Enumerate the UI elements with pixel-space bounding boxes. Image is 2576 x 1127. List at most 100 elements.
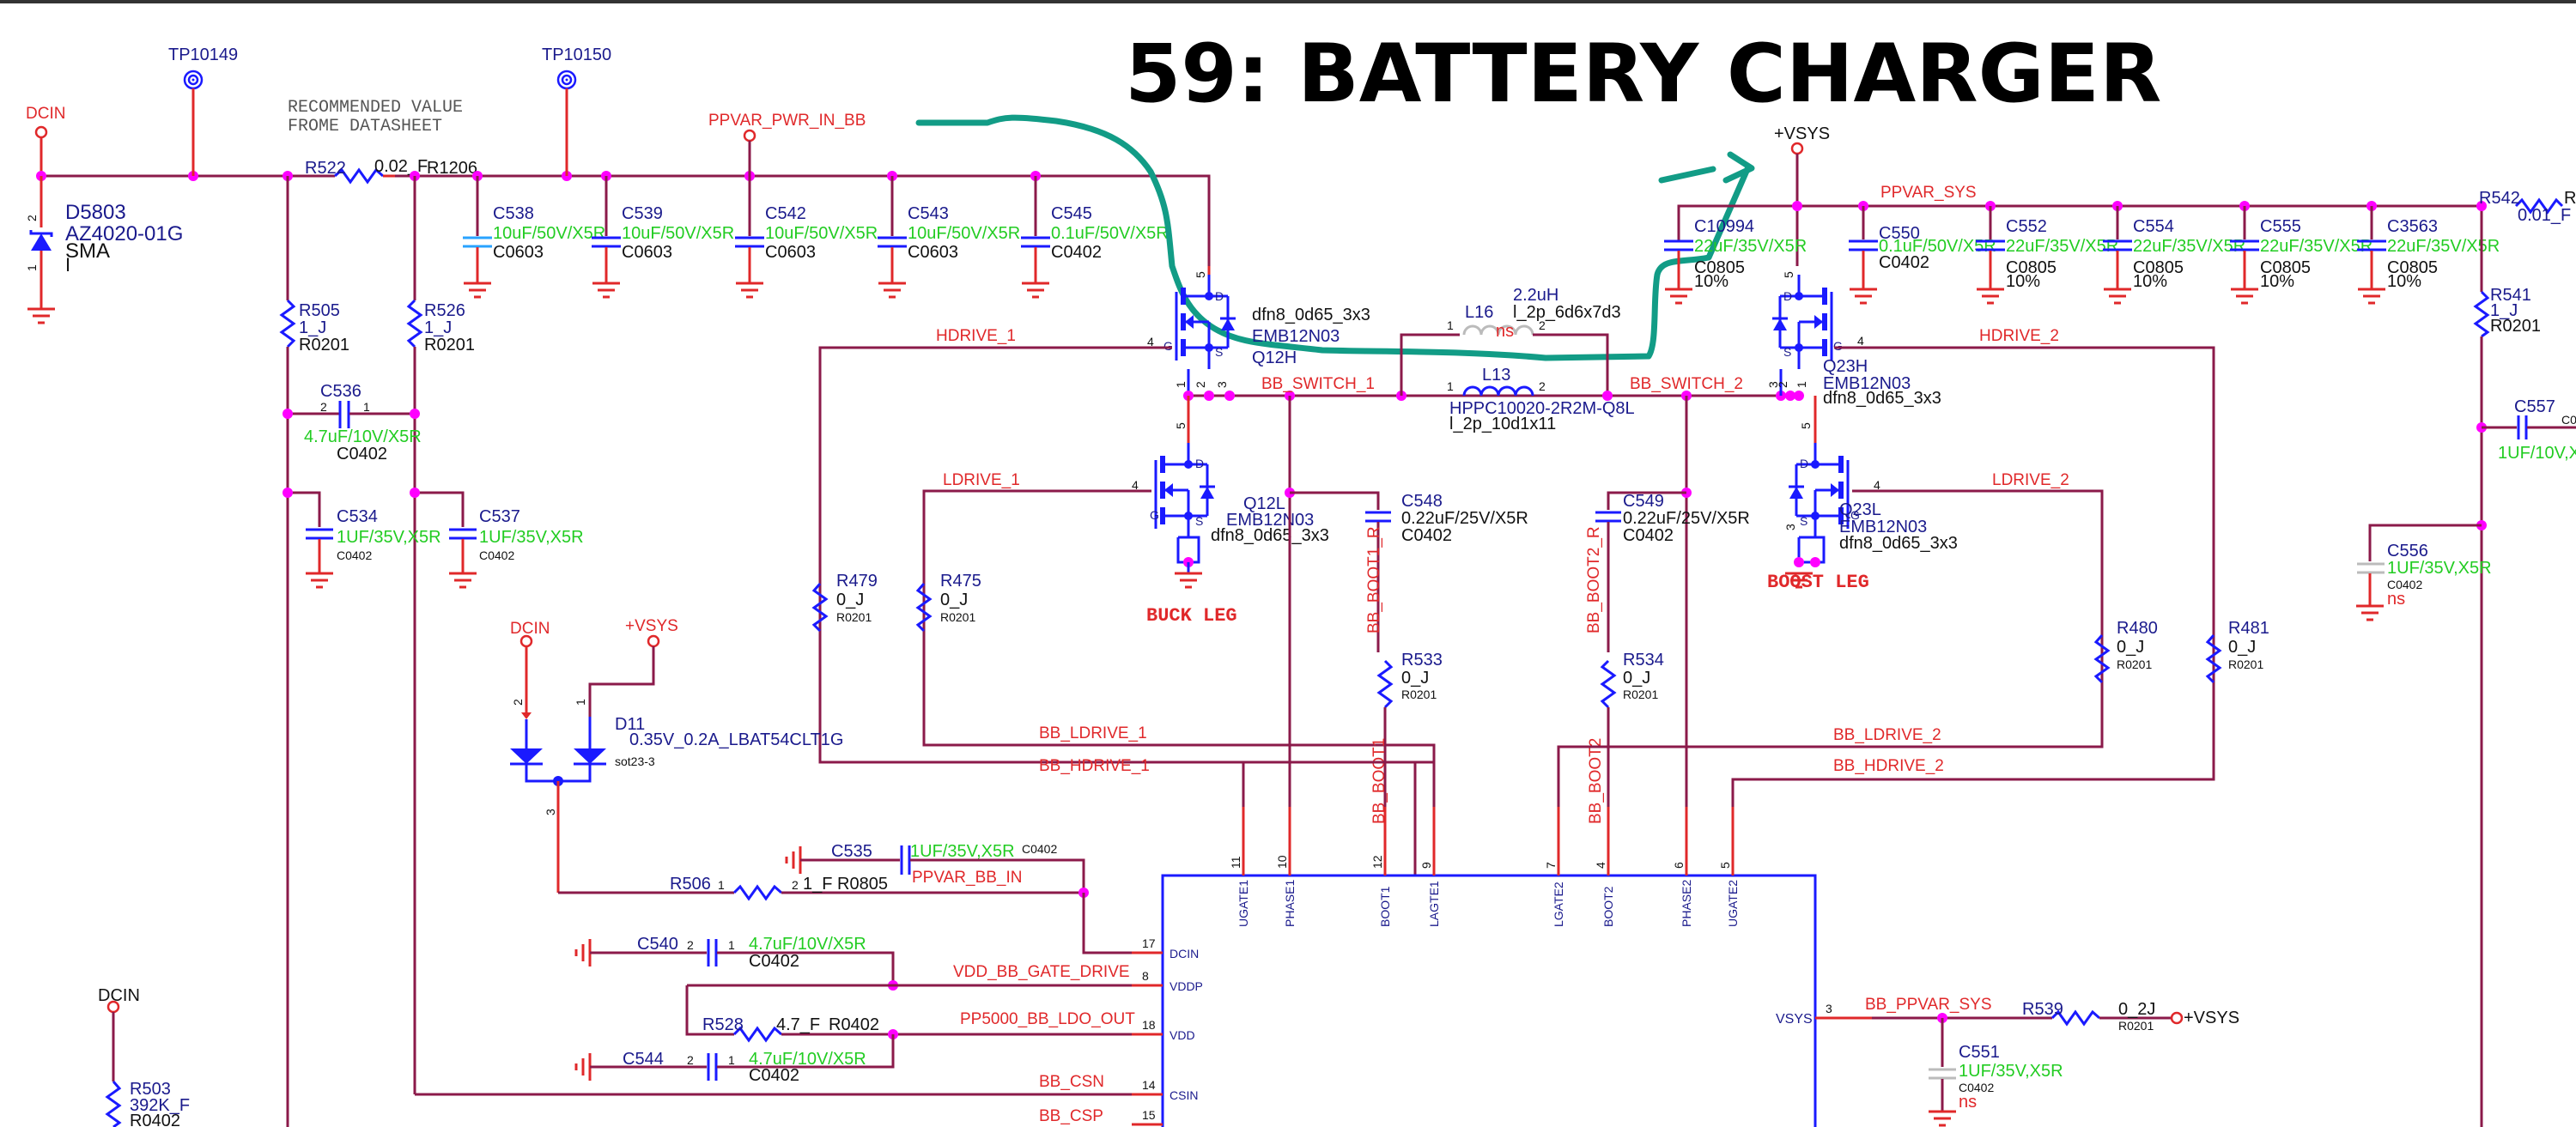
port-vsys-r539[interactable]: +VSYS	[2170, 1009, 2239, 1027]
port-vsys-d11[interactable]: +VSYS	[625, 617, 678, 648]
svg-text:PHASE1: PHASE1	[1283, 880, 1297, 927]
resistor-r505[interactable]: R505 1_J R0201	[279, 176, 349, 1127]
svg-text:AZ4020-01G: AZ4020-01G	[65, 222, 183, 245]
dcin-port-top[interactable]: DCIN	[26, 105, 65, 139]
svg-text:1: 1	[25, 264, 39, 271]
charger-ic[interactable]	[1161, 874, 1817, 1127]
svg-text:R480: R480	[2117, 619, 2158, 638]
diode-d11[interactable]: 2 1 3 D11 0.35V_0.2A_LBAT54CLT1G sot23-3	[510, 646, 843, 893]
svg-text:17: 17	[1142, 936, 1156, 950]
capacitor-c557[interactable]: C557 C0 1UF/10V,X5R	[2482, 397, 2576, 463]
vsys-port-top[interactable]: +VSYS	[1774, 124, 1830, 155]
svg-text:EMB12N03: EMB12N03	[1252, 327, 1340, 346]
resistor-r542[interactable]: R542 0.01_F R1	[2479, 189, 2576, 225]
svg-text:C0402: C0402	[1022, 842, 1057, 856]
svg-text:L13: L13	[1482, 366, 1510, 385]
cap-val: 0.1uF/50V/X5R	[1879, 237, 1996, 256]
testpoint-tp10150[interactable]: TP10150	[542, 45, 611, 176]
ic-pin-15[interactable]: 15	[1132, 1108, 1163, 1126]
svg-text:S: S	[1195, 514, 1203, 528]
mosfet-q23l[interactable]: 5 D S G 3 Q23L EMB12N03 dfn8_0d65_3x3	[1783, 396, 1958, 589]
capacitor-c534[interactable]: C534 1UF/35V,X5R C0402	[283, 488, 441, 589]
resistor-r528[interactable]: R528 4.7_F R0402	[702, 1015, 1163, 1043]
resistor-r475[interactable]: R475 0_J R0201	[915, 572, 981, 633]
capacitor-c556[interactable]: C556 1UF/35V,X5R C0402 ns	[2354, 524, 2492, 621]
resistor-r506[interactable]: R506 1 2 1_F R0805	[670, 875, 1084, 901]
svg-text:R541: R541	[2490, 286, 2531, 305]
resistor-r503[interactable]: R503 392K_F R0402	[105, 1012, 190, 1127]
svg-text:BOOT1: BOOT1	[1378, 886, 1392, 927]
svg-text:CSIN: CSIN	[1170, 1088, 1198, 1102]
capacitor-c544[interactable]: C544 2 1 4.7uF/10V/X5R C0402	[574, 1034, 895, 1085]
resistor-r539[interactable]: R539 0_2J R0201	[2022, 1000, 2171, 1033]
cap-val: 10uF/50V/X5R	[765, 224, 878, 243]
testpoint-tp10149[interactable]: TP10149	[168, 45, 238, 176]
mosfet-q23h[interactable]: 5 D S G 3 2 1 Q23H EMB12N03 dfn8_0d65_3x…	[1766, 271, 1941, 408]
svg-text:G: G	[1833, 339, 1843, 353]
ic-pin-vsys[interactable]: 3 VSYS	[1776, 1002, 1872, 1027]
svg-text:dfn8_0d65_3x3: dfn8_0d65_3x3	[1839, 534, 1958, 553]
svg-text:7: 7	[1544, 862, 1558, 869]
inductor-l13[interactable]: L13 HPPC10020-2R2M-Q8L l_2p_10d1x11 1 2	[1447, 366, 1635, 433]
resistor-r533[interactable]: R533 0_J R0201	[1376, 651, 1443, 709]
svg-text:1UF/35V,X5R: 1UF/35V,X5R	[910, 842, 1015, 861]
inductor-l16[interactable]: L16 2.2uH l_2p_6d6x7d3 ns 1 2	[1400, 286, 1621, 396]
svg-text:C0402: C0402	[1959, 1081, 1994, 1094]
resistor-r481[interactable]: R481 0_J R0201	[2205, 619, 2269, 684]
resistor-r526[interactable]: R526 1_J R0201	[406, 176, 475, 1094]
svg-text:R0201: R0201	[2490, 317, 2541, 336]
resistor-r480[interactable]: R480 0_J R0201	[2093, 619, 2158, 684]
svg-text:4.7uF/10V/X5R: 4.7uF/10V/X5R	[304, 427, 422, 446]
cap-val: 10uF/50V/X5R	[493, 224, 605, 243]
svg-text:EMB12N03: EMB12N03	[1839, 518, 1927, 536]
resistor-r479[interactable]: R479 0_J R0201	[811, 572, 878, 633]
net-port-ppvar-pwr-in-bb[interactable]: PPVAR_PWR_IN_BB	[708, 112, 866, 176]
annotation-arrow-head	[1658, 151, 1755, 184]
capacitor-c537[interactable]: C537 1UF/35V,X5R C0402	[410, 488, 584, 589]
port-dcin-d11[interactable]: DCIN	[510, 620, 550, 648]
capacitor-c548[interactable]: C548 0.22uF/25V/X5R C0402	[1365, 492, 1528, 545]
net-label-bb-csp: BB_CSP	[1039, 1107, 1103, 1125]
cap-tol: 10%	[2387, 272, 2421, 291]
capacitor-c549[interactable]: C549 0.22uF/25V/X5R C0402	[1595, 492, 1750, 545]
svg-text:R0201: R0201	[2117, 657, 2152, 671]
svg-text:I: I	[65, 254, 70, 276]
diode-d5803[interactable]: 2 1 D5803 AZ4020-01G SMA I	[25, 176, 183, 324]
mosfet-q12l[interactable]: 5 D S G Q12L EMB12N03 dfn8_0d65_3x3	[1150, 396, 1329, 589]
cap-pkg: C0603	[493, 243, 544, 262]
resistor-r534[interactable]: R534 0_J R0201	[1600, 651, 1664, 709]
capacitor-c540[interactable]: C540 2 1 4.7uF/10V/X5R C0402	[574, 935, 895, 985]
resistor-r522[interactable]: R522 0.02_F R1206	[305, 157, 477, 185]
capacitor-c535[interactable]: C535 1UF/35V,X5R C0402	[785, 842, 1085, 893]
port-dcin-r503[interactable]: DCIN	[98, 986, 140, 1014]
capacitor-c551[interactable]: C551 1UF/35V,X5R C0402 ns	[1927, 1018, 2063, 1127]
mosfet-q12h[interactable]: 5 D S G 1 2 3 dfn8_0d65_3x3 EMB12N03 Q12…	[1163, 266, 1370, 396]
svg-text:C536: C536	[320, 382, 361, 401]
capacitor-c536[interactable]: C536 2 1 4.7uF/10V/X5R C0402	[283, 382, 422, 464]
resistor-r541[interactable]: R541 1_J R0201	[2473, 286, 2541, 338]
svg-text:D: D	[1783, 289, 1792, 303]
